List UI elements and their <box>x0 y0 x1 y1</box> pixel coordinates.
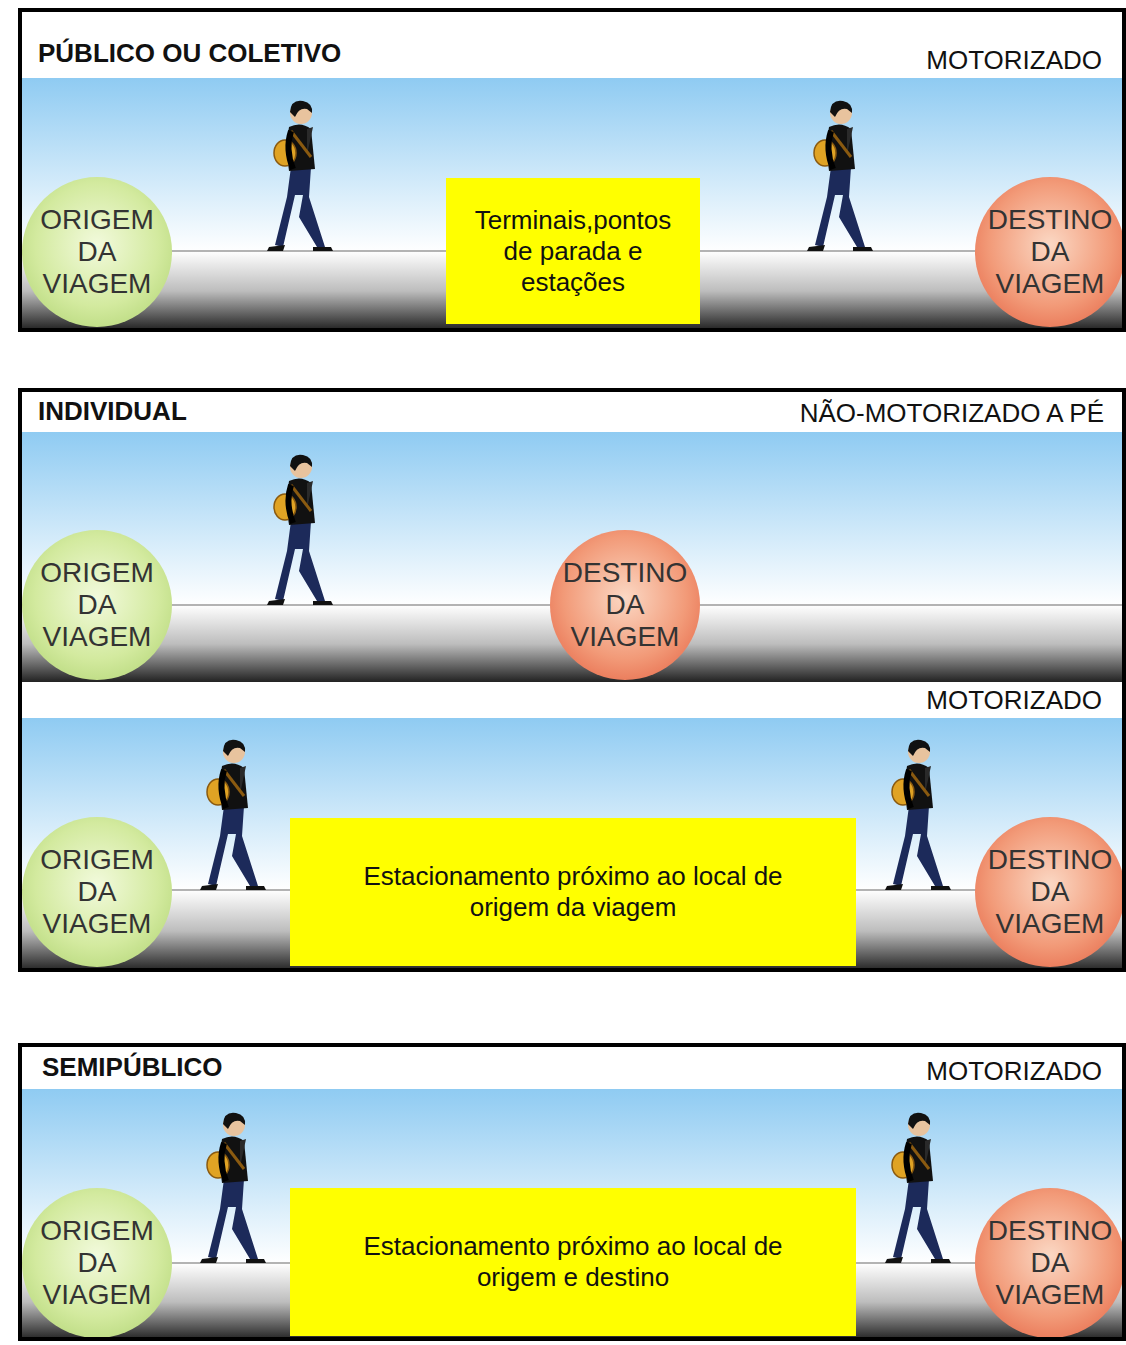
mode-panel: INDIVIDUAL NÃO-MOTORIZADO A PÉ MOTORIZADO O… <box>18 388 1126 972</box>
node-text: Estacionamento próximo ao local de orige… <box>333 1231 813 1293</box>
destination-circle: DESTINO DA VIAGEM <box>550 530 700 680</box>
mode-label: MOTORIZADO <box>926 1056 1102 1086</box>
destination-circle: DESTINO DA VIAGEM <box>975 1188 1125 1338</box>
node-text: Estacionamento próximo ao local de orige… <box>333 861 813 923</box>
node-text: DESTINO DA VIAGEM <box>985 844 1115 940</box>
yellow-box: Estacionamento próximo ao local de orige… <box>290 818 856 966</box>
node-text: ORIGEM DA VIAGEM <box>32 1215 162 1311</box>
mode-label: MOTORIZADO <box>926 45 1102 75</box>
mode-label: NÃO-MOTORIZADO A PÉ <box>800 398 1104 428</box>
node-text: DESTINO DA VIAGEM <box>985 204 1115 300</box>
destination-circle: DESTINO DA VIAGEM <box>975 817 1125 967</box>
yellow-box: Estacionamento próximo ao local de orige… <box>290 1188 856 1336</box>
mode-label: MOTORIZADO <box>926 685 1102 715</box>
node-text: ORIGEM DA VIAGEM <box>32 557 162 653</box>
mode-panel: PÚBLICO OU COLETIVO MOTORIZADO ORIGEM DA V… <box>18 8 1126 332</box>
origin-circle: ORIGEM DA VIAGEM <box>22 817 172 967</box>
node-text: ORIGEM DA VIAGEM <box>32 844 162 940</box>
origin-circle: ORIGEM DA VIAGEM <box>22 530 172 680</box>
node-text: Terminais,pontos de parada e estações <box>458 205 688 298</box>
destination-circle: DESTINO DA VIAGEM <box>975 177 1125 327</box>
yellow-box: Terminais,pontos de parada e estações <box>446 178 700 324</box>
node-text: DESTINO DA VIAGEM <box>560 557 690 653</box>
origin-circle: ORIGEM DA VIAGEM <box>22 177 172 327</box>
panel-heading: PÚBLICO OU COLETIVO <box>38 38 341 68</box>
mode-panel: SEMIPÚBLICO MOTORIZADO ORIGEM DA VIAGEM Est… <box>18 1043 1126 1341</box>
origin-circle: ORIGEM DA VIAGEM <box>22 1188 172 1338</box>
node-text: DESTINO DA VIAGEM <box>985 1215 1115 1311</box>
panel-heading: INDIVIDUAL <box>38 396 187 426</box>
node-text: ORIGEM DA VIAGEM <box>32 204 162 300</box>
panel-heading: SEMIPÚBLICO <box>42 1052 223 1082</box>
